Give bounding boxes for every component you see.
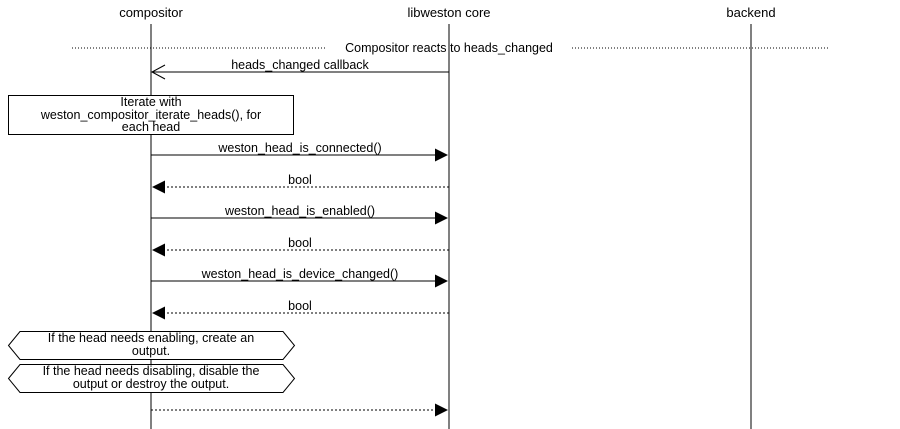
divider-compositor-reacts: Compositor reacts to heads_changed xyxy=(72,41,828,55)
participant-headers: compositor libweston core backend xyxy=(119,5,775,20)
message-heads-changed-callback: heads_changed callback xyxy=(150,58,449,80)
condition-line: output or destroy the output. xyxy=(73,377,229,391)
condition-disable-head: If the head needs disabling, disable the… xyxy=(7,364,296,393)
condition-line: output. xyxy=(132,344,170,358)
message-label: bool xyxy=(288,299,312,313)
arrowhead-filled-icon xyxy=(435,403,448,417)
hexagon-shape xyxy=(7,331,296,360)
message-weston-head-is-device-changed: weston_head_is_device_changed() xyxy=(151,267,448,288)
arrowhead-filled-icon xyxy=(152,243,165,257)
message-bool-enabled-return: bool xyxy=(152,236,449,257)
divider-label: Compositor reacts to heads_changed xyxy=(345,41,553,55)
message-label: weston_head_is_device_changed() xyxy=(201,267,399,281)
message-label: bool xyxy=(288,173,312,187)
condition-enable-head: If the head needs enabling, create an ou… xyxy=(7,331,296,360)
hexagon-shape xyxy=(7,364,296,393)
arrowhead-filled-icon xyxy=(435,274,448,288)
message-label: weston_head_is_enabled() xyxy=(224,204,375,218)
message-bool-connected-return: bool xyxy=(152,173,449,194)
arrowhead-filled-icon xyxy=(152,306,165,320)
note-line: each head xyxy=(122,120,180,134)
participant-label-libweston-core: libweston core xyxy=(407,5,490,20)
condition-line: If the head needs enabling, create an xyxy=(48,331,254,345)
arrowhead-filled-icon xyxy=(152,180,165,194)
arrowhead-filled-icon xyxy=(435,211,448,225)
note-box xyxy=(8,95,294,135)
message-bool-device-changed-return: bool xyxy=(152,299,449,320)
condition-line: If the head needs disabling, disable the xyxy=(43,364,260,378)
note-line: Iterate with xyxy=(120,95,181,109)
arrowhead-open-icon xyxy=(150,64,166,80)
arrowhead-filled-icon xyxy=(435,148,448,162)
participant-label-backend: backend xyxy=(726,5,775,20)
message-label: heads_changed callback xyxy=(231,58,369,72)
participant-label-compositor: compositor xyxy=(119,5,183,20)
note-iterate-heads: Iterate with weston_compositor_iterate_h… xyxy=(8,95,294,135)
message-label: bool xyxy=(288,236,312,250)
message-weston-head-is-connected: weston_head_is_connected() xyxy=(151,141,448,162)
note-line: weston_compositor_iterate_heads(), for xyxy=(40,108,261,122)
message-label: weston_head_is_connected() xyxy=(217,141,381,155)
message-final-return xyxy=(151,403,448,417)
lifelines-group xyxy=(150,24,752,429)
message-weston-head-is-enabled: weston_head_is_enabled() xyxy=(151,204,448,225)
